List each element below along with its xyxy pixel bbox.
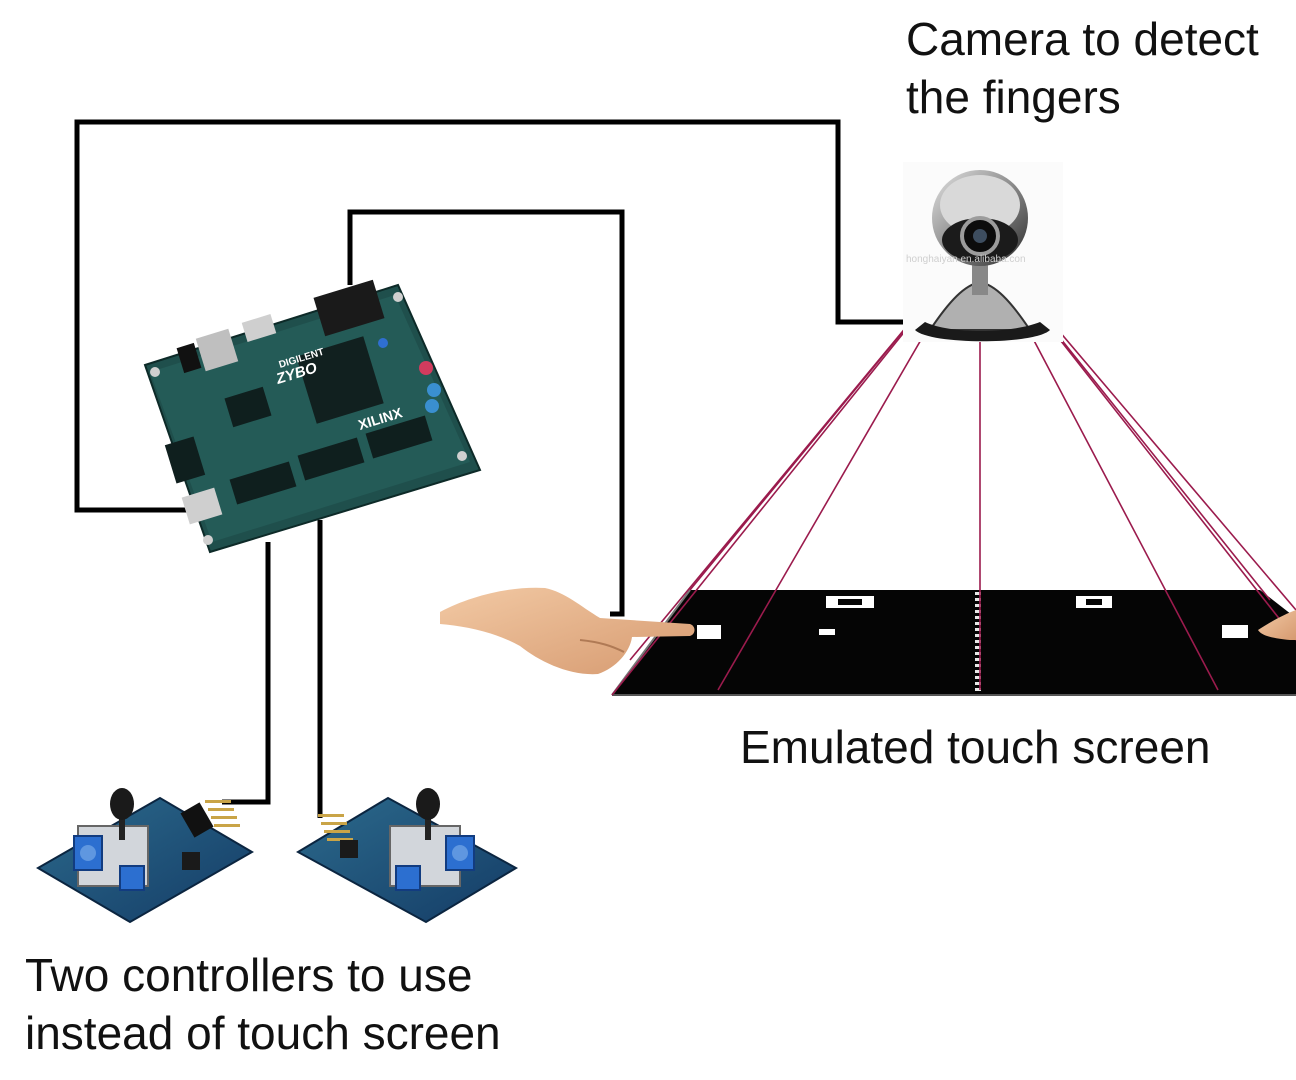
zybo-board: DIGILENT ZYBO XILINX — [143, 279, 482, 554]
pong-left-paddle — [697, 625, 721, 639]
webcam: honghaiyan.en.alibaba.con — [903, 162, 1063, 342]
controller-2-stick — [416, 788, 440, 820]
joystick-controller-1 — [36, 788, 254, 924]
pong-right-paddle — [1222, 625, 1248, 638]
controller-1-stick — [110, 788, 134, 820]
emulated-touch-screen — [611, 589, 1296, 696]
board-vga-connector — [313, 279, 385, 337]
pong-ball — [819, 629, 835, 635]
left-hand — [440, 587, 695, 675]
wire-board-to-controller-1 — [222, 542, 271, 805]
touch-screen-label: Emulated touch screen — [740, 721, 1211, 773]
touch-screen-surface — [612, 590, 1296, 695]
camera-label: Camera to detect the fingers — [906, 10, 1259, 126]
wires — [74, 119, 905, 818]
wire-board-to-screen — [347, 209, 625, 617]
joystick-controller-2 — [295, 788, 519, 924]
controllers-label-line2: instead of touch screen — [25, 1007, 501, 1059]
wire-board-to-camera — [74, 119, 905, 513]
camera-label-line1: Camera to detect — [906, 13, 1259, 65]
controllers-label-line1: Two controllers to use — [25, 949, 473, 1001]
controllers-label: Two controllers to use instead of touch … — [25, 946, 501, 1062]
board-ethernet-port — [195, 328, 239, 372]
right-hand — [1258, 610, 1296, 640]
camera-label-line2: the fingers — [906, 71, 1121, 123]
camera-watermark: honghaiyan.en.alibaba.con — [906, 254, 1026, 265]
